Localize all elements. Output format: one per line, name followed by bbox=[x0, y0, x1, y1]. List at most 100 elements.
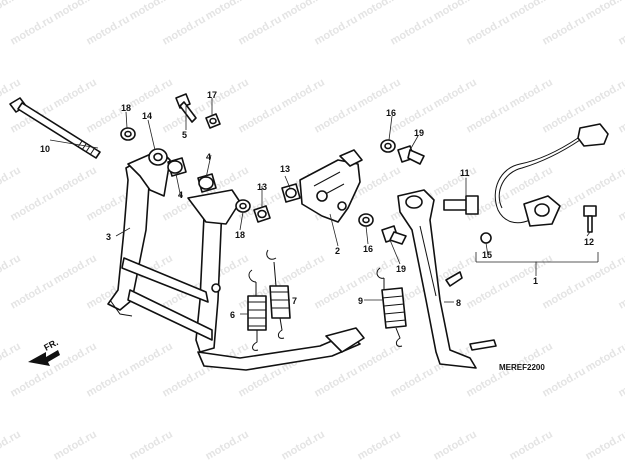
watermark-text: motod.ru bbox=[540, 277, 587, 311]
watermark-text: motod.ru bbox=[584, 76, 625, 110]
side-stand-bracket bbox=[300, 150, 362, 222]
watermark-text: motod.ru bbox=[388, 13, 435, 47]
watermark-text: motod.ru bbox=[356, 0, 403, 23]
watermark-text: motod.ru bbox=[432, 0, 479, 23]
watermark-text: motod.ru bbox=[616, 13, 625, 47]
watermark-text: motod.ru bbox=[616, 365, 625, 399]
bolt-19-bottom bbox=[382, 226, 406, 244]
spring-9 bbox=[377, 268, 406, 346]
watermark-text: motod.ru bbox=[584, 428, 625, 462]
callout-5: 5 bbox=[182, 130, 187, 140]
direction-label: FR. bbox=[42, 337, 59, 353]
watermark-text: motod.ru bbox=[128, 340, 175, 374]
watermark-text: motod.ru bbox=[312, 365, 359, 399]
watermark-text: motod.ru bbox=[508, 0, 555, 23]
watermark-text: motod.ru bbox=[0, 252, 23, 286]
watermark-text: motod.ru bbox=[8, 189, 55, 223]
callout-9: 9 bbox=[358, 296, 363, 306]
callout-10: 10 bbox=[40, 144, 50, 154]
callout-16-a: 16 bbox=[363, 244, 373, 254]
nut-17 bbox=[206, 114, 220, 128]
watermark-text: motod.ru bbox=[584, 164, 625, 198]
watermark-text: motod.ru bbox=[508, 252, 555, 286]
watermark-text: motod.ru bbox=[464, 13, 511, 47]
spring-6 bbox=[248, 270, 266, 350]
watermark-text: motod.ru bbox=[584, 252, 625, 286]
callout-7: 7 bbox=[292, 296, 297, 306]
watermark-text: motod.ru bbox=[160, 365, 207, 399]
spring-7 bbox=[267, 250, 290, 338]
watermark-text: motod.ru bbox=[280, 0, 327, 23]
watermark-text: motod.ru bbox=[0, 0, 23, 23]
callout-19-b: 19 bbox=[396, 264, 406, 274]
watermark-text: motod.ru bbox=[464, 101, 511, 135]
callout-3: 3 bbox=[106, 232, 111, 242]
bushing-4-right bbox=[198, 174, 216, 192]
watermark-text: motod.ru bbox=[52, 252, 99, 286]
bolt-11 bbox=[444, 196, 478, 214]
nut-13-left bbox=[254, 206, 270, 222]
watermark-text: motod.ru bbox=[128, 428, 175, 462]
bushing-4-left bbox=[168, 158, 186, 176]
watermark-text: motod.ru bbox=[52, 76, 99, 110]
watermark-text: motod.ru bbox=[8, 13, 55, 47]
watermark-text: motod.ru bbox=[356, 340, 403, 374]
watermark-text: motod.ru bbox=[432, 164, 479, 198]
watermark-text: motod.ru bbox=[204, 428, 251, 462]
watermark-text: motod.ru bbox=[616, 277, 625, 311]
watermark-text: motod.ru bbox=[160, 13, 207, 47]
watermark-text: motod.ru bbox=[84, 13, 131, 47]
watermark-text: motod.ru bbox=[432, 76, 479, 110]
watermark-text: motod.ru bbox=[312, 101, 359, 135]
watermark-text: motod.ru bbox=[356, 428, 403, 462]
callout-4-b: 4 bbox=[206, 152, 211, 162]
callout-13-a: 13 bbox=[257, 182, 267, 192]
watermark-text: motod.ru bbox=[508, 164, 555, 198]
watermark-text: motod.ru bbox=[128, 76, 175, 110]
watermark-text: motod.ru bbox=[616, 189, 625, 223]
watermark-text: motod.ru bbox=[0, 428, 23, 462]
watermark-text: motod.ru bbox=[8, 277, 55, 311]
callout-15: 15 bbox=[482, 250, 492, 260]
watermark-text: motod.ru bbox=[312, 13, 359, 47]
nut-13-right bbox=[282, 184, 300, 202]
callout-2: 2 bbox=[335, 246, 340, 256]
watermark-text: motod.ru bbox=[280, 428, 327, 462]
callout-8: 8 bbox=[456, 298, 461, 308]
washer-16-bottom bbox=[359, 214, 373, 226]
callout-12: 12 bbox=[584, 237, 594, 247]
diagram-code: MEREF2200 bbox=[499, 363, 545, 372]
watermark-text: motod.ru bbox=[52, 0, 99, 23]
watermark-text: motod.ru bbox=[464, 277, 511, 311]
watermark-text: motod.ru bbox=[52, 164, 99, 198]
watermark-text: motod.ru bbox=[616, 101, 625, 135]
watermark-text: motod.ru bbox=[84, 365, 131, 399]
callout-18-a: 18 bbox=[121, 103, 131, 113]
watermark-text: motod.ru bbox=[508, 428, 555, 462]
washer-16-top bbox=[381, 140, 395, 152]
bolt-12 bbox=[584, 206, 596, 232]
watermark-text: motod.ru bbox=[236, 13, 283, 47]
callout-18-b: 18 bbox=[235, 230, 245, 240]
callout-6: 6 bbox=[230, 310, 235, 320]
watermark-text: motod.ru bbox=[388, 101, 435, 135]
callout-1: 1 bbox=[533, 276, 538, 286]
watermark-text: motod.ru bbox=[540, 365, 587, 399]
watermark-text: motod.ru bbox=[280, 76, 327, 110]
watermark-text: motod.ru bbox=[280, 252, 327, 286]
watermark-text: motod.ru bbox=[0, 340, 23, 374]
callout-14: 14 bbox=[142, 111, 152, 121]
washer-18-left bbox=[121, 128, 135, 140]
washer-18-right bbox=[236, 200, 250, 212]
watermark-text: motod.ru bbox=[356, 164, 403, 198]
watermark-text: motod.ru bbox=[584, 340, 625, 374]
callout-17: 17 bbox=[207, 90, 217, 100]
callout-16-b: 16 bbox=[386, 108, 396, 118]
watermark-text: motod.ru bbox=[236, 101, 283, 135]
collar-14 bbox=[149, 149, 167, 165]
watermark-text: motod.ru bbox=[0, 164, 23, 198]
watermark-text: motod.ru bbox=[540, 13, 587, 47]
watermark-text: motod.ru bbox=[204, 0, 251, 23]
